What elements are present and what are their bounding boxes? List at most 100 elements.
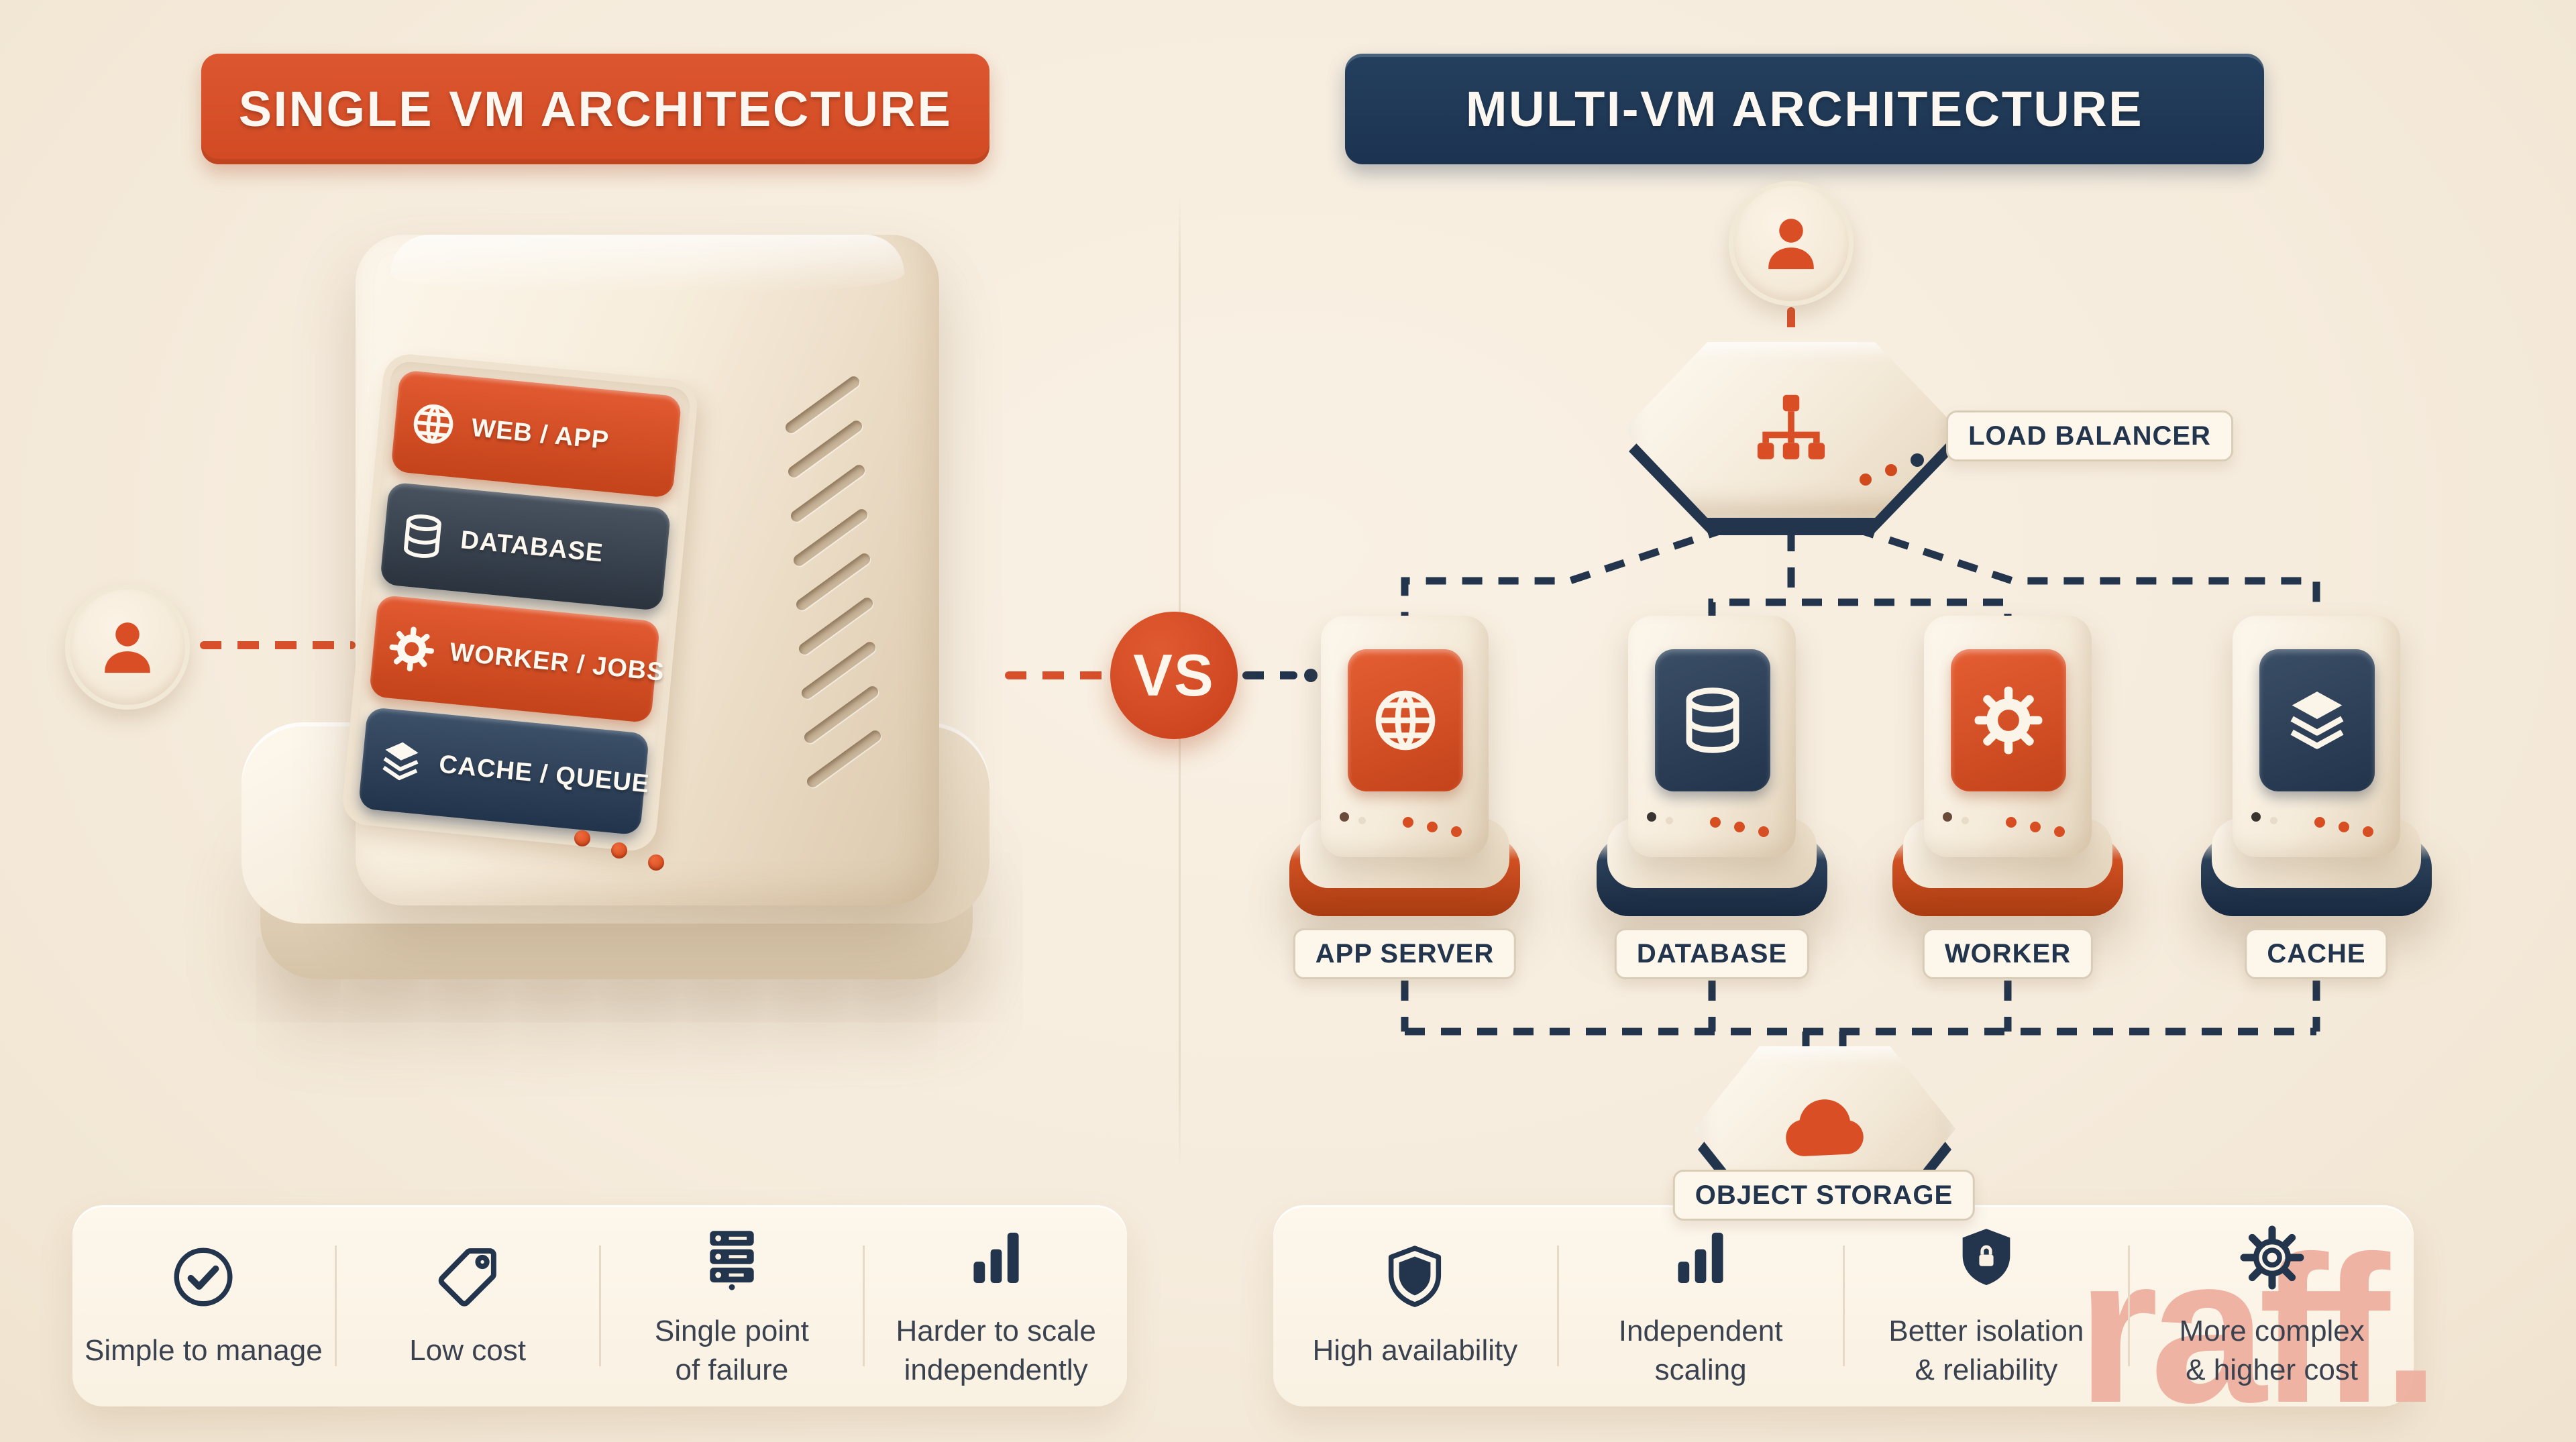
feature-label: Low cost [409,1333,526,1367]
feature-divider [863,1245,865,1366]
feature-label: Independent scaling [1618,1314,1783,1386]
layers-icon [382,742,419,780]
single-vm-title: SINGLE VM ARCHITECTURE [238,81,953,137]
server-body [1628,616,1796,857]
tag-icon [438,1248,496,1307]
label-database: DATABASE [1614,928,1810,979]
indicator-dot [611,842,627,858]
indicator-dot [2363,826,2373,837]
slat-cache-queue: CACHE / QUEUE [358,706,651,836]
indicator-dot [2251,812,2261,822]
server-panel [1348,649,1463,791]
feature-label: Better isolation & reliability [1888,1314,2084,1386]
label-app-server: APP SERVER [1293,928,1517,979]
server-panel [2259,649,2375,791]
database-icon [1686,687,1739,753]
label-load-balancer: LOAD BALANCER [1946,410,2233,461]
feature-single-point-of-failure: Single point of failure [601,1222,863,1390]
layers-icon [2290,691,2344,749]
cloud-icon [1786,1099,1864,1156]
feature-divider [598,1245,601,1366]
gear-outline-icon [2240,1225,2304,1290]
vs-label: VS [1133,642,1215,708]
feature-simple-to-manage: Simple to manage [72,1241,335,1370]
panel-single-vm-features: Simple to manage Low cost Single point o [72,1205,1127,1406]
indicator-dot [1885,464,1897,476]
shield-lock-icon [1962,1229,2010,1285]
slat-web-app: WEB / APP [390,370,682,499]
indicator-dot [2054,826,2065,837]
indicator-dot [1666,817,1673,824]
indicator-dot [1911,453,1924,467]
server-panel [1951,649,2066,791]
feature-more-complex: More complex & higher cost [2130,1222,2414,1390]
slat-label: DATABASE [459,525,605,568]
server-label-text: WORKER [1944,939,2072,968]
label-worker: WORKER [1922,928,2094,979]
globe-icon [1375,690,1436,751]
multi-vm-title: MULTI-VM ARCHITECTURE [1465,81,2144,137]
slat-label: CACHE / QUEUE [437,750,651,799]
load-balancer-device [1623,342,1959,537]
feature-label: Single point of failure [654,1314,809,1386]
feature-divider [2128,1245,2131,1366]
server-label-text: DATABASE [1636,939,1788,968]
server-body [2233,616,2400,857]
user-badge-top [1729,181,1854,306]
server-worker [1887,616,2129,931]
gear-icon [1974,686,2043,755]
indicator-dot [574,830,590,846]
globe-icon [413,404,453,444]
server-body [1321,616,1489,857]
banner-single-vm: SINGLE VM ARCHITECTURE [201,54,989,164]
slat-database: DATABASE [379,482,672,611]
indicator-dot [648,854,664,871]
feature-high-availability: High availability [1273,1241,1557,1370]
feature-independent-scaling: Independent scaling [1559,1222,1843,1390]
server-database [1591,616,1833,931]
indicator-dot [1403,817,1413,828]
indicator-dot [1451,826,1462,837]
panel-multi-vm-features: raff. High availability Independent scal… [1273,1205,2440,1435]
vs-right-connector [1242,671,1297,679]
banner-multi-vm: MULTI-VM ARCHITECTURE [1345,54,2264,164]
load-balancer-label-text: LOAD BALANCER [1968,421,2211,451]
indicator-dot [1860,474,1872,486]
connector-end-dot [1304,669,1318,682]
indicator-dot [2270,817,2277,824]
feature-low-cost: Low cost [337,1241,599,1370]
feature-divider [334,1245,337,1366]
indicator-dot [1943,812,1952,822]
feature-label: More complex & higher cost [2179,1314,2365,1386]
indicator-dot [2314,817,2325,828]
feature-label: High availability [1312,1333,1518,1367]
indicator-dot [1647,812,1656,822]
bar-chart-icon [1678,1232,1723,1283]
hierarchy-icon [1757,394,1825,459]
slat-label: WEB / APP [470,413,610,455]
user-badge-left [65,585,190,710]
user-to-lb-connector [1787,307,1795,351]
indicator-dot [1710,817,1721,828]
feature-harder-to-scale: Harder to scale independently [865,1222,1127,1390]
server-label-text: APP SERVER [1315,939,1495,968]
indicator-dot [1358,817,1366,824]
database-icon [404,514,441,559]
object-storage-label-text: OBJECT STORAGE [1695,1180,1953,1210]
indicator-dot [2006,817,2017,828]
person-icon [105,622,150,673]
indicator-dot [1758,826,1769,837]
feature-label: Simple to manage [85,1333,323,1367]
indicator-dot [1962,817,1969,824]
single-vm-tower: WEB / APP DATABASE [241,228,993,1033]
server-cache [2196,616,2437,931]
shield-icon [1389,1245,1442,1307]
indicator-dot [1340,812,1349,822]
server-rack-icon [710,1231,754,1290]
slat-worker-jobs: WORKER / JOBS [368,594,665,724]
server-label-text: CACHE [2267,939,2366,968]
person-icon [1768,219,1814,270]
check-circle-icon [174,1247,233,1307]
server-panel [1655,649,1770,791]
